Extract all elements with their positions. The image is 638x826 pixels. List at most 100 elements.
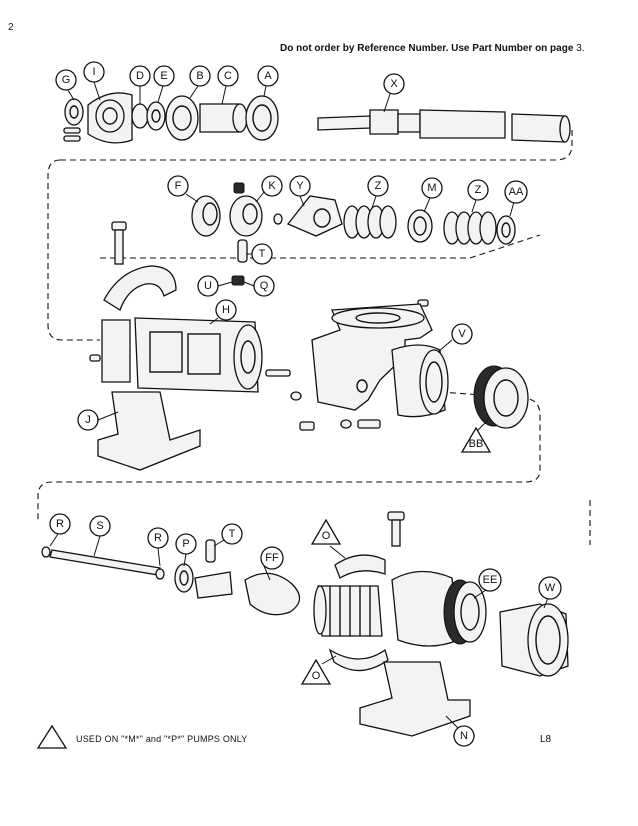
dowel-pin-part [237,239,248,263]
casing-bolts-part [89,299,429,431]
callout-V: V [437,323,473,353]
gland-part [286,195,343,237]
svg-text:G: G [62,74,71,86]
svg-text:K: K [268,180,276,192]
callout-EE: EE [473,568,502,599]
drive-pin-part [205,539,216,563]
svg-text:FF: FF [265,552,279,564]
callout-I: I [83,61,105,101]
spacer-sleeve-part [199,103,248,133]
svg-text:AA: AA [509,186,524,198]
stud-bolt-part [111,221,127,265]
rotor-housing-part [391,570,487,647]
svg-text:I: I [92,66,95,78]
svg-text:Z: Z [375,180,382,192]
bearing-part [165,95,199,141]
bearing-cap-part [87,92,133,144]
screw-rotor-part [313,585,383,637]
svg-text:Y: Y [296,180,304,192]
svg-text:R: R [154,532,162,544]
svg-text:T: T [259,248,266,260]
callout-BB: BB [460,419,492,453]
cap-screws-part [63,127,81,142]
bracket-clamp-part [103,265,177,311]
packing-rings-part [343,205,397,239]
svg-text:S: S [96,520,103,532]
callout-AA: AA [504,180,528,217]
callout-K: K [255,175,283,203]
clamp-lower-part [328,648,389,672]
svg-text:EE: EE [483,574,498,586]
svg-text:J: J [85,414,91,426]
coupling-sleeve-part [174,563,194,593]
figure-code: L8 [540,734,552,745]
svg-text:B: B [196,70,203,82]
callout-N: N [445,715,475,747]
clamp-upper-part [334,554,386,579]
callout-R1: R [49,513,71,547]
bearing-housing-part [101,317,263,393]
svg-text:X: X [390,78,398,90]
svg-text:BB: BB [469,438,484,450]
callout-J: J [77,409,119,431]
callout-X: X [383,73,405,113]
svg-text:W: W [545,582,556,594]
callout-F: F [167,175,199,203]
callout-T2: T [213,523,243,547]
legend-footnote: USED ON "*M*" and "*P*" PUMPS ONLY [76,734,248,744]
lantern-ring-part [407,209,433,243]
lower-pedestal-part [359,661,471,737]
nut-part [231,275,245,286]
svg-text:A: A [264,70,272,82]
callout-S: S [89,515,111,557]
svg-text:V: V [458,328,466,340]
callout-W: W [538,576,562,609]
drive-shaft-part [194,571,301,616]
callout-A: A [257,65,279,97]
svg-text:Q: Q [260,280,269,292]
shaft-part [317,109,571,143]
callout-P: P [175,533,197,567]
svg-text:P: P [182,538,189,550]
lock-nut-part [131,101,166,131]
callout-D: D [129,65,151,104]
callout-Z2: Z [467,179,489,213]
callout-M: M [421,177,443,213]
page-number: 2 [8,22,14,33]
callout-U: U [197,275,233,297]
svg-text:C: C [224,70,232,82]
callout-Q: Q [243,275,275,297]
callout-B: B [189,65,211,99]
svg-text:E: E [160,70,167,82]
callout-O2: O [300,655,337,685]
washer-ring-part [496,215,516,245]
ordering-notice-page: 3. [576,43,585,54]
callout-Y: Y [289,175,311,207]
svg-text:M: M [427,182,436,194]
collar-part [229,182,263,237]
callout-Z1: Z [367,175,389,209]
adapter-ring-part [473,365,529,429]
bolt-part [387,511,405,547]
callout-FF: FF [260,546,284,581]
svg-text:O: O [312,670,321,682]
callout-C: C [217,65,239,105]
legend-triangle-icon [36,724,68,749]
callout-O1: O [310,518,346,559]
set-screw-part [273,213,283,225]
svg-text:H: H [222,304,230,316]
end-cover-part [499,603,569,677]
svg-text:O: O [322,530,331,542]
svg-text:T: T [229,528,236,540]
svg-text:U: U [204,280,212,292]
callout-E: E [153,65,175,103]
pedestal-part [97,391,201,471]
svg-text:D: D [136,70,144,82]
assembly-guide-lines [37,128,591,545]
outboard-bearing-part [245,95,279,141]
callout-T1: T [246,243,273,265]
callout-H: H [209,299,237,325]
pump-casing-part [311,303,449,418]
svg-text:F: F [175,180,182,192]
